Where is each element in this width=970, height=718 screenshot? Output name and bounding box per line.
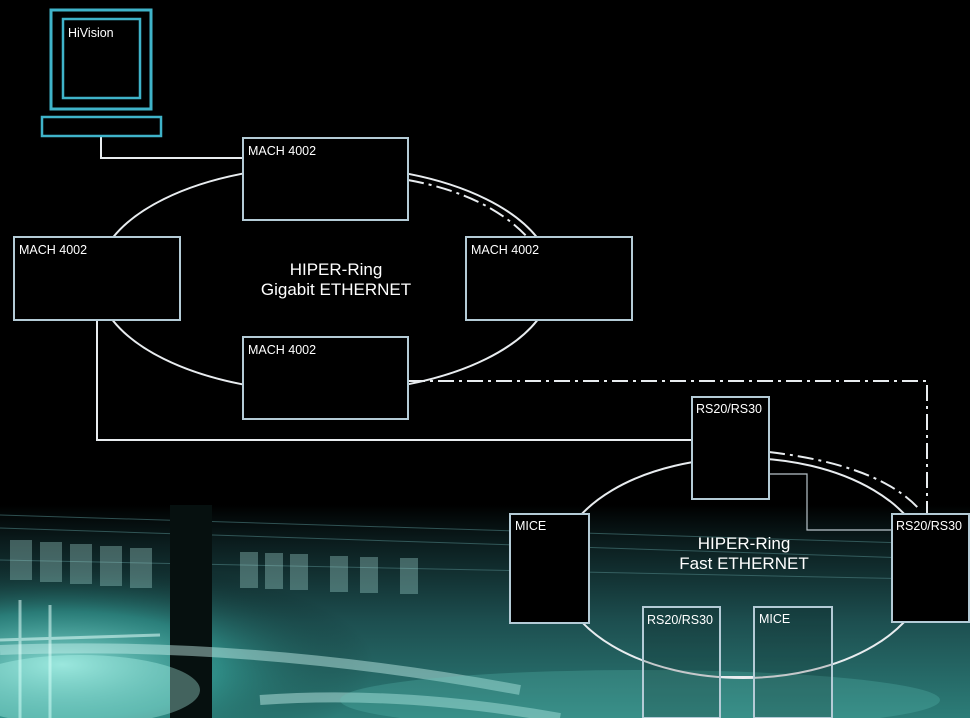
mice-node-left[interactable]: MICE — [509, 513, 590, 624]
link-hivision-mach — [100, 137, 243, 159]
link-rs-top-rs-right — [769, 473, 892, 531]
mach-node-top[interactable]: MACH 4002 — [242, 137, 409, 221]
mach-node-bottom-label: MACH 4002 — [248, 343, 316, 357]
mach-node-top-label: MACH 4002 — [248, 144, 316, 158]
gigabit-ring-subtitle: Gigabit ETHERNET — [261, 280, 411, 299]
mice-node-bottom-label: MICE — [759, 612, 790, 626]
fast-ring-subtitle: Fast ETHERNET — [679, 554, 808, 573]
mach-node-bottom[interactable]: MACH 4002 — [242, 336, 409, 420]
rs-node-bottom-label: RS20/RS30 — [647, 613, 713, 627]
fast-ring-title: HIPER-Ring — [698, 534, 791, 553]
link-mach-left-rs — [96, 320, 692, 441]
rs-node-top[interactable]: RS20/RS30 — [691, 396, 770, 500]
rs-node-bottom[interactable]: RS20/RS30 — [642, 606, 721, 718]
mach-node-right[interactable]: MACH 4002 — [465, 236, 633, 321]
hivision-label: HiVision — [68, 26, 114, 40]
mice-node-left-label: MICE — [515, 519, 546, 533]
rs-node-top-label: RS20/RS30 — [696, 402, 762, 416]
rs-node-right-label: RS20/RS30 — [896, 519, 962, 533]
gigabit-ring-redundant-segment — [407, 178, 532, 242]
hivision-monitor[interactable]: HiVision — [40, 8, 163, 138]
rs-node-right[interactable]: RS20/RS30 — [891, 513, 970, 623]
link-mach-bottom-rs-right — [409, 380, 928, 514]
mach-node-right-label: MACH 4002 — [471, 243, 539, 257]
gigabit-ring-title: HIPER-Ring — [290, 260, 383, 279]
mice-node-bottom[interactable]: MICE — [753, 606, 833, 718]
mach-node-left-label: MACH 4002 — [19, 243, 87, 257]
fast-ring-redundant-segment — [768, 451, 921, 511]
mach-node-left[interactable]: MACH 4002 — [13, 236, 181, 321]
